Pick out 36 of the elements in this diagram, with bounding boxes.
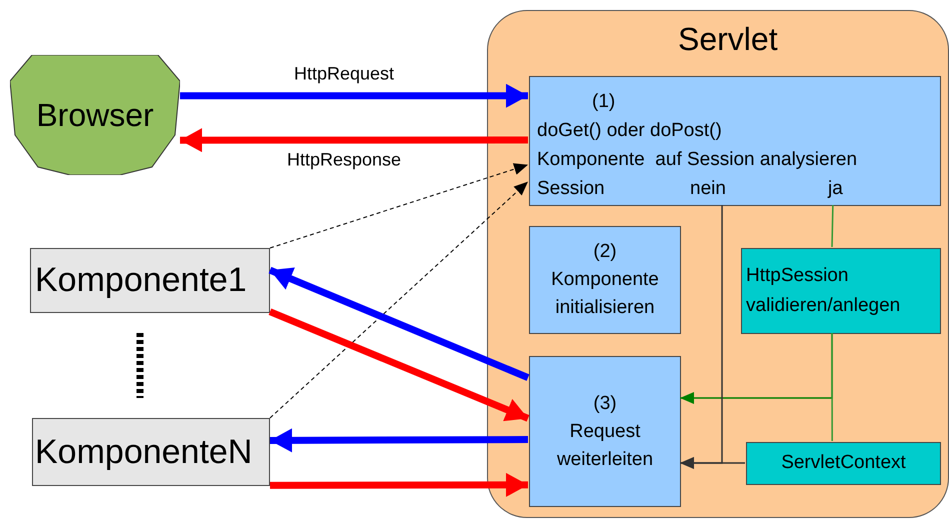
node-text: (2) (593, 240, 617, 264)
node-text: Komponente auf Session analysieren (537, 148, 858, 172)
node-text: (3) (593, 392, 617, 416)
node-text: nein (690, 177, 726, 201)
arrow (180, 84, 528, 108)
node-text: Browser (36, 96, 154, 135)
node-text: Komponente1 (35, 260, 247, 301)
browser-octagon (10, 55, 180, 175)
process-box (529, 356, 681, 507)
connector-line (831, 333, 833, 441)
component-box (32, 418, 270, 486)
connector-line (831, 204, 834, 248)
node-text: HttpSession validieren/anlegen (746, 264, 902, 318)
arrow (268, 266, 530, 381)
arrow (180, 128, 528, 152)
arrow (270, 163, 528, 248)
node-text: Request weiterleiten (556, 420, 654, 472)
arrow (268, 308, 530, 422)
node-text: doGet() oder doPost() (537, 119, 722, 143)
node-text: ja (828, 177, 843, 201)
arrow (270, 428, 528, 452)
node-text: Session (537, 177, 605, 201)
arrow (680, 456, 745, 469)
component-box (30, 248, 270, 313)
node-text: Komponente initialisieren (550, 268, 660, 320)
context-box (746, 442, 941, 485)
process-box (529, 226, 681, 334)
servlet-container (487, 10, 949, 518)
arrow (270, 472, 528, 497)
node-text: (1) (592, 90, 616, 114)
node-text: ServletContext (781, 451, 906, 476)
arrow (270, 181, 528, 418)
container-title: Servlet (678, 20, 778, 59)
session-box (741, 248, 941, 334)
node-text: KomponenteN (35, 432, 252, 472)
process-box (529, 76, 941, 206)
